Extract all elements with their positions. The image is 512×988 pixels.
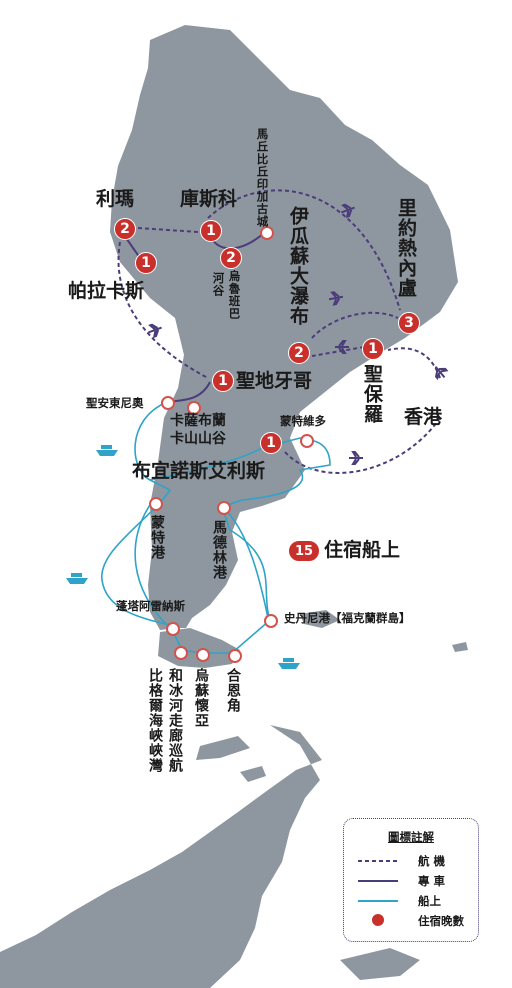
falkland-islands xyxy=(300,610,340,628)
legend-row-ship: 船上 xyxy=(358,893,468,908)
legend-label-ship: 船上 xyxy=(418,894,441,908)
nights-badge-iguazu: 2 xyxy=(288,342,310,364)
label-lima: 利瑪 xyxy=(96,188,135,210)
label-ushuaia: 烏蘇懷亞 xyxy=(193,668,209,728)
label-urubamba: 烏魯班巴 xyxy=(227,270,242,320)
flight-saopaulo-iguazu xyxy=(311,346,365,357)
legend-row-flight: 航 機 xyxy=(358,853,468,868)
label-rio: 里約熱內盧 xyxy=(395,198,417,298)
legend-row-car: 專 車 xyxy=(358,873,468,888)
label-cape-horn: 合恩角 xyxy=(225,668,241,713)
airplane-icon xyxy=(349,451,363,465)
stop-stanley xyxy=(264,614,278,628)
stop-punta-arenas xyxy=(166,622,180,636)
antarctic-peninsula xyxy=(0,725,322,988)
nights-badge-rio: 3 xyxy=(398,312,420,334)
label-river-valley: 河谷 xyxy=(211,272,226,297)
nights-badge-sao-paulo: 1 xyxy=(362,338,384,360)
stop-cape-horn xyxy=(228,649,242,663)
label-paracas: 帕拉卡斯 xyxy=(68,280,145,302)
label-puerto-madryn: 馬德林港 xyxy=(211,520,227,580)
label-glacier-alley-2: 比格爾海峽峽灣 xyxy=(147,668,163,773)
legend-label-car: 專 車 xyxy=(418,874,446,888)
legend-row-nights: 住宿晚數 xyxy=(358,913,468,928)
nights-badge-cusco: 1 xyxy=(200,220,222,242)
legend-flight-symbol xyxy=(358,860,398,862)
label-sao-paulo: 聖保羅 xyxy=(361,364,383,424)
label-puerto-montt: 蒙特港 xyxy=(149,515,165,560)
ship-route xyxy=(221,506,269,619)
legend-title: 圖標註解 xyxy=(388,830,434,844)
airplane-icon xyxy=(328,291,344,306)
stop-glacier-alley xyxy=(174,646,188,660)
legend-dot-symbol xyxy=(372,914,384,926)
label-punta-arenas: 蓬塔阿雷納斯 xyxy=(116,599,185,613)
flight-cusco-rio xyxy=(207,189,401,311)
nights-badge-ship: 15 xyxy=(288,540,320,562)
small-island xyxy=(452,642,468,652)
label-glacier-alley-1: 和冰河走廊巡航 xyxy=(167,668,183,773)
label-hong-kong: 香港 xyxy=(404,406,443,428)
label-stanley: 史丹尼港【福克蘭群島】 xyxy=(284,611,411,625)
nights-badge-buenos-aires: 1 xyxy=(260,432,282,454)
stop-san-antonio xyxy=(161,396,175,410)
island-chain xyxy=(240,766,266,782)
airplane-icon xyxy=(335,340,349,354)
nights-badge-urubamba: 2 xyxy=(220,247,242,269)
label-san-antonio: 聖安東尼奧 xyxy=(86,396,144,410)
label-machu-picchu: 馬丘比丘印加古城 xyxy=(255,128,270,228)
ship-icon xyxy=(66,573,88,584)
ship-icon xyxy=(278,658,300,669)
airplane-icon xyxy=(341,203,355,219)
island-chain xyxy=(340,948,420,980)
label-iguazu: 伊瓜蘇大瀑布 xyxy=(287,206,309,326)
airplane-icon xyxy=(148,323,162,339)
label-casablanca-2: 卡山山谷 xyxy=(170,431,226,447)
label-santiago: 聖地牙哥 xyxy=(236,370,313,392)
stop-ushuaia xyxy=(196,648,210,662)
stop-puerto-madryn xyxy=(217,501,231,515)
legend-car-symbol xyxy=(358,880,398,882)
legend-ship-symbol xyxy=(358,900,398,902)
stop-puerto-montt xyxy=(149,497,163,511)
stop-montevideo xyxy=(300,434,314,448)
south-shetland-islands xyxy=(196,736,250,760)
flight-hongkong-saopaulo xyxy=(387,347,441,379)
ship-icon xyxy=(96,445,118,456)
stop-machu-picchu xyxy=(260,226,274,240)
label-cusco: 庫斯科 xyxy=(180,188,238,210)
nights-badge-lima: 2 xyxy=(114,218,136,240)
label-montevideo: 蒙特維多 xyxy=(280,414,326,428)
airplane-icon xyxy=(434,365,449,381)
legend-label-nights: 住宿晚數 xyxy=(418,914,464,928)
nights-badge-santiago: 1 xyxy=(212,370,234,392)
label-buenos-aires: 布宜諾斯艾利斯 xyxy=(132,460,266,482)
legend-label-flight: 航 機 xyxy=(418,854,446,868)
nights-badge-paracas: 1 xyxy=(135,252,157,274)
ship-route xyxy=(134,501,171,629)
flight-lima-paracas-santiago xyxy=(117,241,209,379)
flight-lima-cusco xyxy=(137,227,199,233)
map-legend: 圖標註解 航 機 專 車 船上 住宿晚數 xyxy=(343,818,479,942)
stop-casablanca xyxy=(187,401,201,415)
south-america-landmass xyxy=(110,25,458,630)
label-nights-on-ship: 住宿船上 xyxy=(324,539,401,561)
label-casablanca-1: 卡薩布蘭 xyxy=(170,413,226,429)
flight-iguazu-rio xyxy=(311,311,399,339)
